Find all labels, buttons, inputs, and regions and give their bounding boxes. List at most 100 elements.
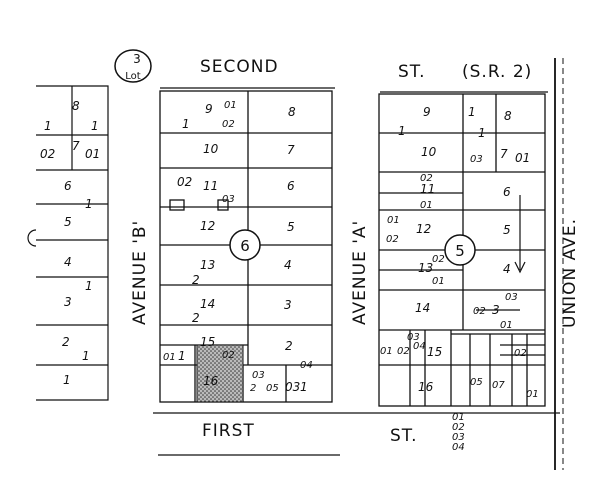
lot-label: 1: [85, 197, 93, 211]
lot-label: 8: [288, 105, 296, 119]
lot-label: 01: [432, 276, 445, 287]
lot-label: 5: [503, 223, 511, 237]
street-second-sr-label: (S.R. 2): [462, 62, 532, 82]
lot-label: 2: [285, 339, 293, 353]
lot-label: 2: [192, 273, 200, 287]
block-6-outline: [159, 90, 333, 403]
block-5-outline: [378, 93, 546, 407]
lot-label: 01: [380, 346, 393, 357]
shaded-parcel: [196, 344, 244, 403]
lot-label: 7: [72, 139, 80, 153]
lot-label: 03: [252, 370, 265, 381]
lot-label: 01: [420, 200, 433, 211]
block-left-lots: 8 1 1 02 7 01 6 5 1 4 1 3 2 1 1: [40, 99, 100, 387]
lot-label: 1: [44, 119, 52, 133]
lot-label: 01: [224, 100, 237, 111]
lot-label: 1: [478, 126, 486, 140]
lot-label: 04: [413, 341, 426, 352]
lot-label: 1: [178, 349, 186, 363]
block-6-circle: [229, 229, 261, 261]
lot-label: 1: [182, 117, 190, 131]
lot-label: 03: [470, 154, 483, 165]
lot-label: 8: [504, 109, 512, 123]
lot-label: 2: [62, 335, 70, 349]
lot-label: 02: [432, 254, 445, 265]
lot-label: 02: [397, 346, 410, 357]
block-6-lots-left: 9 01 02 1 10 02 11 03 12 13 2 14 2 15 01…: [163, 100, 293, 388]
lot-label: 04: [452, 442, 465, 453]
block-6-number: 6: [240, 237, 250, 255]
lot-label: 03: [452, 432, 465, 443]
lot-label: 5: [287, 220, 295, 234]
street-union-ave-label: UNION AVE.: [560, 218, 580, 328]
street-first-label: FIRST: [202, 421, 255, 441]
lot-legend: 3 Lot: [114, 49, 152, 83]
lot-label: 11: [203, 179, 218, 193]
lot-legend-label: Lot: [125, 71, 141, 82]
lot-legend-number: 3: [133, 52, 141, 66]
lot-label: 2: [192, 311, 200, 325]
lot-label: 6: [503, 185, 511, 199]
lot-label: 01: [515, 151, 530, 165]
lot-label: 01: [163, 352, 176, 363]
lot-label: 3: [492, 303, 500, 317]
lot-label: 1: [300, 380, 308, 394]
lot-label: 7: [500, 147, 508, 161]
lot-label: 12: [200, 219, 215, 233]
lot-label: 01: [387, 215, 400, 226]
lot-label: 8: [72, 99, 80, 113]
lot-label: 14: [415, 301, 430, 315]
street-second-st-label: ST.: [398, 62, 426, 82]
lot-label: 01: [85, 147, 100, 161]
lot-label: 10: [203, 142, 219, 156]
lot-label: 13: [200, 258, 215, 272]
lot-label: 4: [503, 262, 511, 276]
block-5-number: 5: [455, 242, 465, 260]
lot-label: 6: [287, 179, 295, 193]
lot-label: 16: [203, 374, 219, 388]
lot-label: 4: [284, 258, 292, 272]
lot-label: 01: [526, 389, 539, 400]
lot-label: 03: [222, 194, 235, 205]
lot-label: 05: [266, 383, 279, 394]
block-5-arrow: [514, 195, 526, 274]
lot-label: 12: [416, 222, 431, 236]
street-first-st-label: ST.: [390, 426, 418, 446]
lot-label: 03: [505, 292, 518, 303]
lot-label: 02: [420, 173, 433, 184]
block-6-lots-right: 8 7 6 5 4 3 2 05 03 1 04 03: [250, 105, 313, 394]
lot-label: 13: [418, 261, 433, 275]
block-5-lots-right: 1 8 1 03 7 01 6 5 4 03 02 3 01 02 01 07 …: [452, 105, 539, 453]
lot-label: 1: [85, 279, 93, 293]
lot-label: 5: [64, 215, 72, 229]
lot-label: 1: [91, 119, 99, 133]
lot-label: 02: [40, 147, 55, 161]
lot-label: 07: [492, 380, 505, 391]
lot-label: 6: [64, 179, 72, 193]
lot-label: 15: [427, 345, 442, 359]
lot-label: 02: [514, 348, 527, 359]
lot-label: 4: [64, 255, 72, 269]
lot-label: 3: [64, 295, 72, 309]
lot-label: 1: [82, 349, 90, 363]
lot-label: 02: [452, 422, 465, 433]
lot-label: 11: [420, 182, 435, 196]
lot-label: 03: [407, 332, 420, 343]
lot-label: 1: [398, 124, 406, 138]
block-5-lots-left: 9 1 10 02 11 01 01 02 12 02 13 01 14 03 …: [380, 105, 445, 394]
lot-label: 02: [386, 234, 399, 245]
lot-label: 02: [222, 119, 235, 130]
lot-label: 1: [468, 105, 476, 119]
lot-label: 01: [452, 412, 465, 423]
block-5-circle: [444, 234, 476, 266]
lot-label: 05: [470, 377, 483, 388]
lot-label: 1: [63, 373, 71, 387]
lot-label: 2: [250, 383, 256, 394]
street-second-label: SECOND: [200, 57, 279, 77]
block-left: [27, 85, 109, 401]
lot-label: 10: [421, 145, 437, 159]
lot-label: 01: [500, 320, 513, 331]
street-avenue-a-label: AVENUE 'A': [350, 220, 370, 325]
lot-label: 9: [205, 102, 213, 116]
